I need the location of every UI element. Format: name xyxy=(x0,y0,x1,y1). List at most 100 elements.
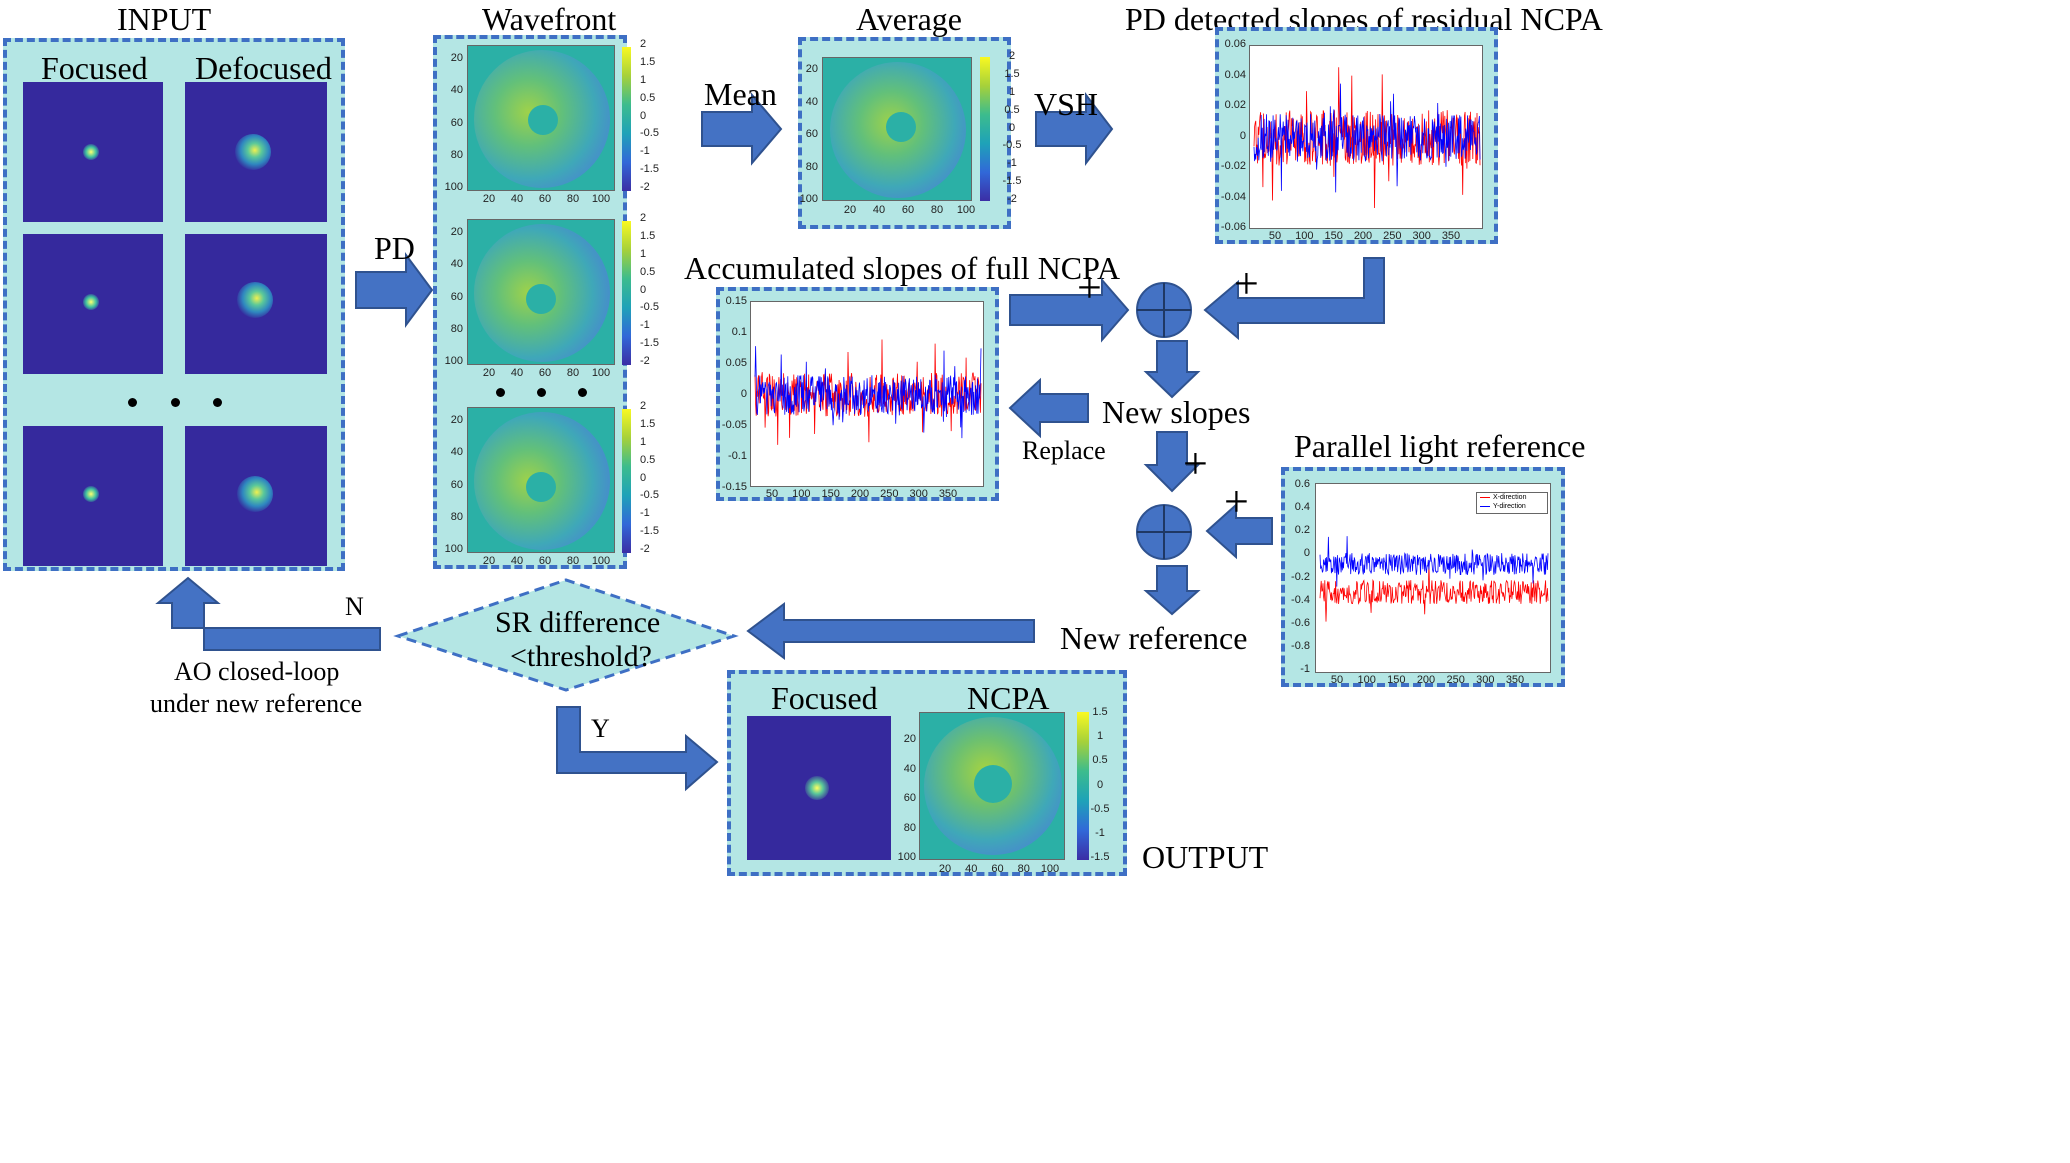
pd-slopes-x-tick: 200 xyxy=(1353,230,1373,242)
parallel-ref-y-tick: 0.2 xyxy=(1294,524,1310,537)
wavefront-y-tick: 100 xyxy=(444,355,463,367)
wavefront-colorbar-tick: -1 xyxy=(640,319,650,332)
average-y-tick: 20 xyxy=(805,63,818,75)
plus-sign-4: + xyxy=(1224,477,1249,526)
pd-slopes-y-tick: 0.02 xyxy=(1224,99,1246,111)
wavefront-colorbar-tick: -1.5 xyxy=(640,163,659,176)
yes-label: Y xyxy=(591,714,610,743)
accum-slopes-plot xyxy=(750,301,984,487)
wavefront-y-tick: 20 xyxy=(450,52,463,64)
parallel-ref-x-tick: 200 xyxy=(1416,674,1436,686)
wavefront-colorbar-tick: 0 xyxy=(640,109,647,122)
average-x-tick: 40 xyxy=(872,204,886,216)
ellipsis-dot xyxy=(496,388,505,397)
output-ncpa-map xyxy=(919,712,1065,860)
wavefront-colorbar-tick: 2 xyxy=(640,400,647,412)
focused-psf-2 xyxy=(23,234,163,374)
output-x-tick: 20 xyxy=(938,863,952,875)
focused-psf-1 xyxy=(23,82,163,222)
ellipsis-dot xyxy=(128,398,137,407)
wavefront-x-tick: 40 xyxy=(510,555,524,567)
legend-x-label: X-direction xyxy=(1493,494,1527,501)
accum-slopes-y-tick: -0.05 xyxy=(721,419,747,431)
arrow-parallel-to-sum2 xyxy=(1205,502,1273,560)
wavefront-y-tick: 60 xyxy=(450,290,463,303)
ellipsis-dot xyxy=(578,388,587,397)
pd-slopes-y-tick: -0.06 xyxy=(1220,221,1246,233)
wavefront-colorbar-tick: -1.5 xyxy=(640,337,659,350)
wavefront-x-tick: 80 xyxy=(566,555,580,567)
accum-slopes-y-trace xyxy=(754,346,982,439)
pd-slopes-panel xyxy=(1215,27,1498,244)
input-panel: Focused Defocused xyxy=(3,38,345,571)
accum-slopes-x-tick: 350 xyxy=(938,488,958,500)
wavefront-colorbar-tick: -0.5 xyxy=(640,127,659,140)
wavefront-x-tick: 60 xyxy=(538,367,552,379)
pd-slopes-x-trace xyxy=(1253,67,1481,209)
output-colorbar-tick: -0.5 xyxy=(1090,802,1110,815)
new-slopes-label: New slopes xyxy=(1102,394,1251,430)
output-ncpa-label: NCPA xyxy=(967,680,1050,716)
average-colorbar-tick: -0.5 xyxy=(1002,139,1022,152)
accum-slopes-y-tick: 0 xyxy=(740,388,747,400)
defocused-column-label: Defocused xyxy=(195,50,332,86)
arrow-no-loop xyxy=(155,576,381,651)
arrow-mean xyxy=(701,92,783,166)
legend-y: Y-direction xyxy=(1477,502,1547,511)
output-colorbar-tick: -1.5 xyxy=(1090,851,1110,863)
arrow-replace xyxy=(1008,377,1089,439)
average-y-tick: 40 xyxy=(805,95,818,108)
wavefront-map-3 xyxy=(467,407,615,553)
average-colorbar-tick: 0 xyxy=(1008,121,1016,134)
pd-slopes-y-tick: 0.06 xyxy=(1224,38,1246,50)
accum-slopes-x-tick: 150 xyxy=(821,488,840,500)
wavefront-x-tick: 60 xyxy=(538,193,552,205)
average-x-tick: 100 xyxy=(956,204,976,216)
accum-slopes-series xyxy=(754,339,982,445)
wavefront-colorbar-tick: 1 xyxy=(640,73,647,86)
average-colorbar-tick: -1.5 xyxy=(1002,175,1022,188)
wavefront-y-tick: 80 xyxy=(450,510,463,523)
output-colorbar xyxy=(1077,712,1089,860)
accum-slopes-y-tick: 0.1 xyxy=(731,326,747,338)
wavefront-x-tick: 40 xyxy=(510,193,524,205)
wavefront-x-tick: 20 xyxy=(482,555,496,567)
wavefront-y-tick: 40 xyxy=(450,258,463,271)
wavefront-colorbar-tick: 1 xyxy=(640,247,647,260)
parallel-ref-title: Parallel light reference xyxy=(1294,428,1586,464)
average-x-tick: 80 xyxy=(930,204,944,216)
output-y-tick: 40 xyxy=(903,762,916,775)
wavefront-colorbar-tick: 1.5 xyxy=(640,55,656,68)
average-y-tick: 60 xyxy=(805,128,818,140)
pd-slopes-y-trace xyxy=(1253,83,1481,193)
wavefront-title: Wavefront xyxy=(482,1,617,37)
arrow-pd xyxy=(355,251,434,329)
accum-slopes-title: Accumulated slopes of full NCPA xyxy=(684,250,1121,286)
average-x-tick: 60 xyxy=(901,204,915,216)
pd-slopes-x-tick: 150 xyxy=(1324,230,1343,242)
defocused-psf-2 xyxy=(185,234,327,374)
average-y-tick: 100 xyxy=(799,193,818,205)
parallel-ref-x-tick: 250 xyxy=(1446,674,1465,686)
focused-column-label: Focused xyxy=(41,50,148,86)
wavefront-x-tick: 20 xyxy=(482,193,496,205)
average-colorbar-tick: 1.5 xyxy=(1004,67,1020,80)
defocused-psf-1 xyxy=(185,82,327,222)
wavefront-colorbar-tick: 0.5 xyxy=(640,453,656,466)
wavefront-colorbar-tick: 0.5 xyxy=(640,265,656,278)
pd-slopes-x-tick: 350 xyxy=(1441,230,1461,242)
parallel-ref-y-tick: -0.2 xyxy=(1291,570,1310,583)
output-y-tick: 20 xyxy=(903,733,916,745)
pd-slopes-plot xyxy=(1249,45,1483,229)
wavefront-colorbar-tick: 1 xyxy=(640,435,647,448)
parallel-ref-x-tick: 150 xyxy=(1387,674,1406,686)
loop-label-1: AO closed-loop xyxy=(174,657,340,686)
output-y-tick: 60 xyxy=(903,792,916,804)
parallel-ref-y-tick: -0.4 xyxy=(1291,593,1310,606)
wavefront-map-2 xyxy=(467,219,615,365)
output-colorbar-tick: 1.5 xyxy=(1092,706,1108,718)
wavefront-colorbar-tick: 0 xyxy=(640,283,647,296)
wavefront-y-tick: 40 xyxy=(450,446,463,459)
average-colorbar-tick: 1 xyxy=(1008,85,1016,98)
